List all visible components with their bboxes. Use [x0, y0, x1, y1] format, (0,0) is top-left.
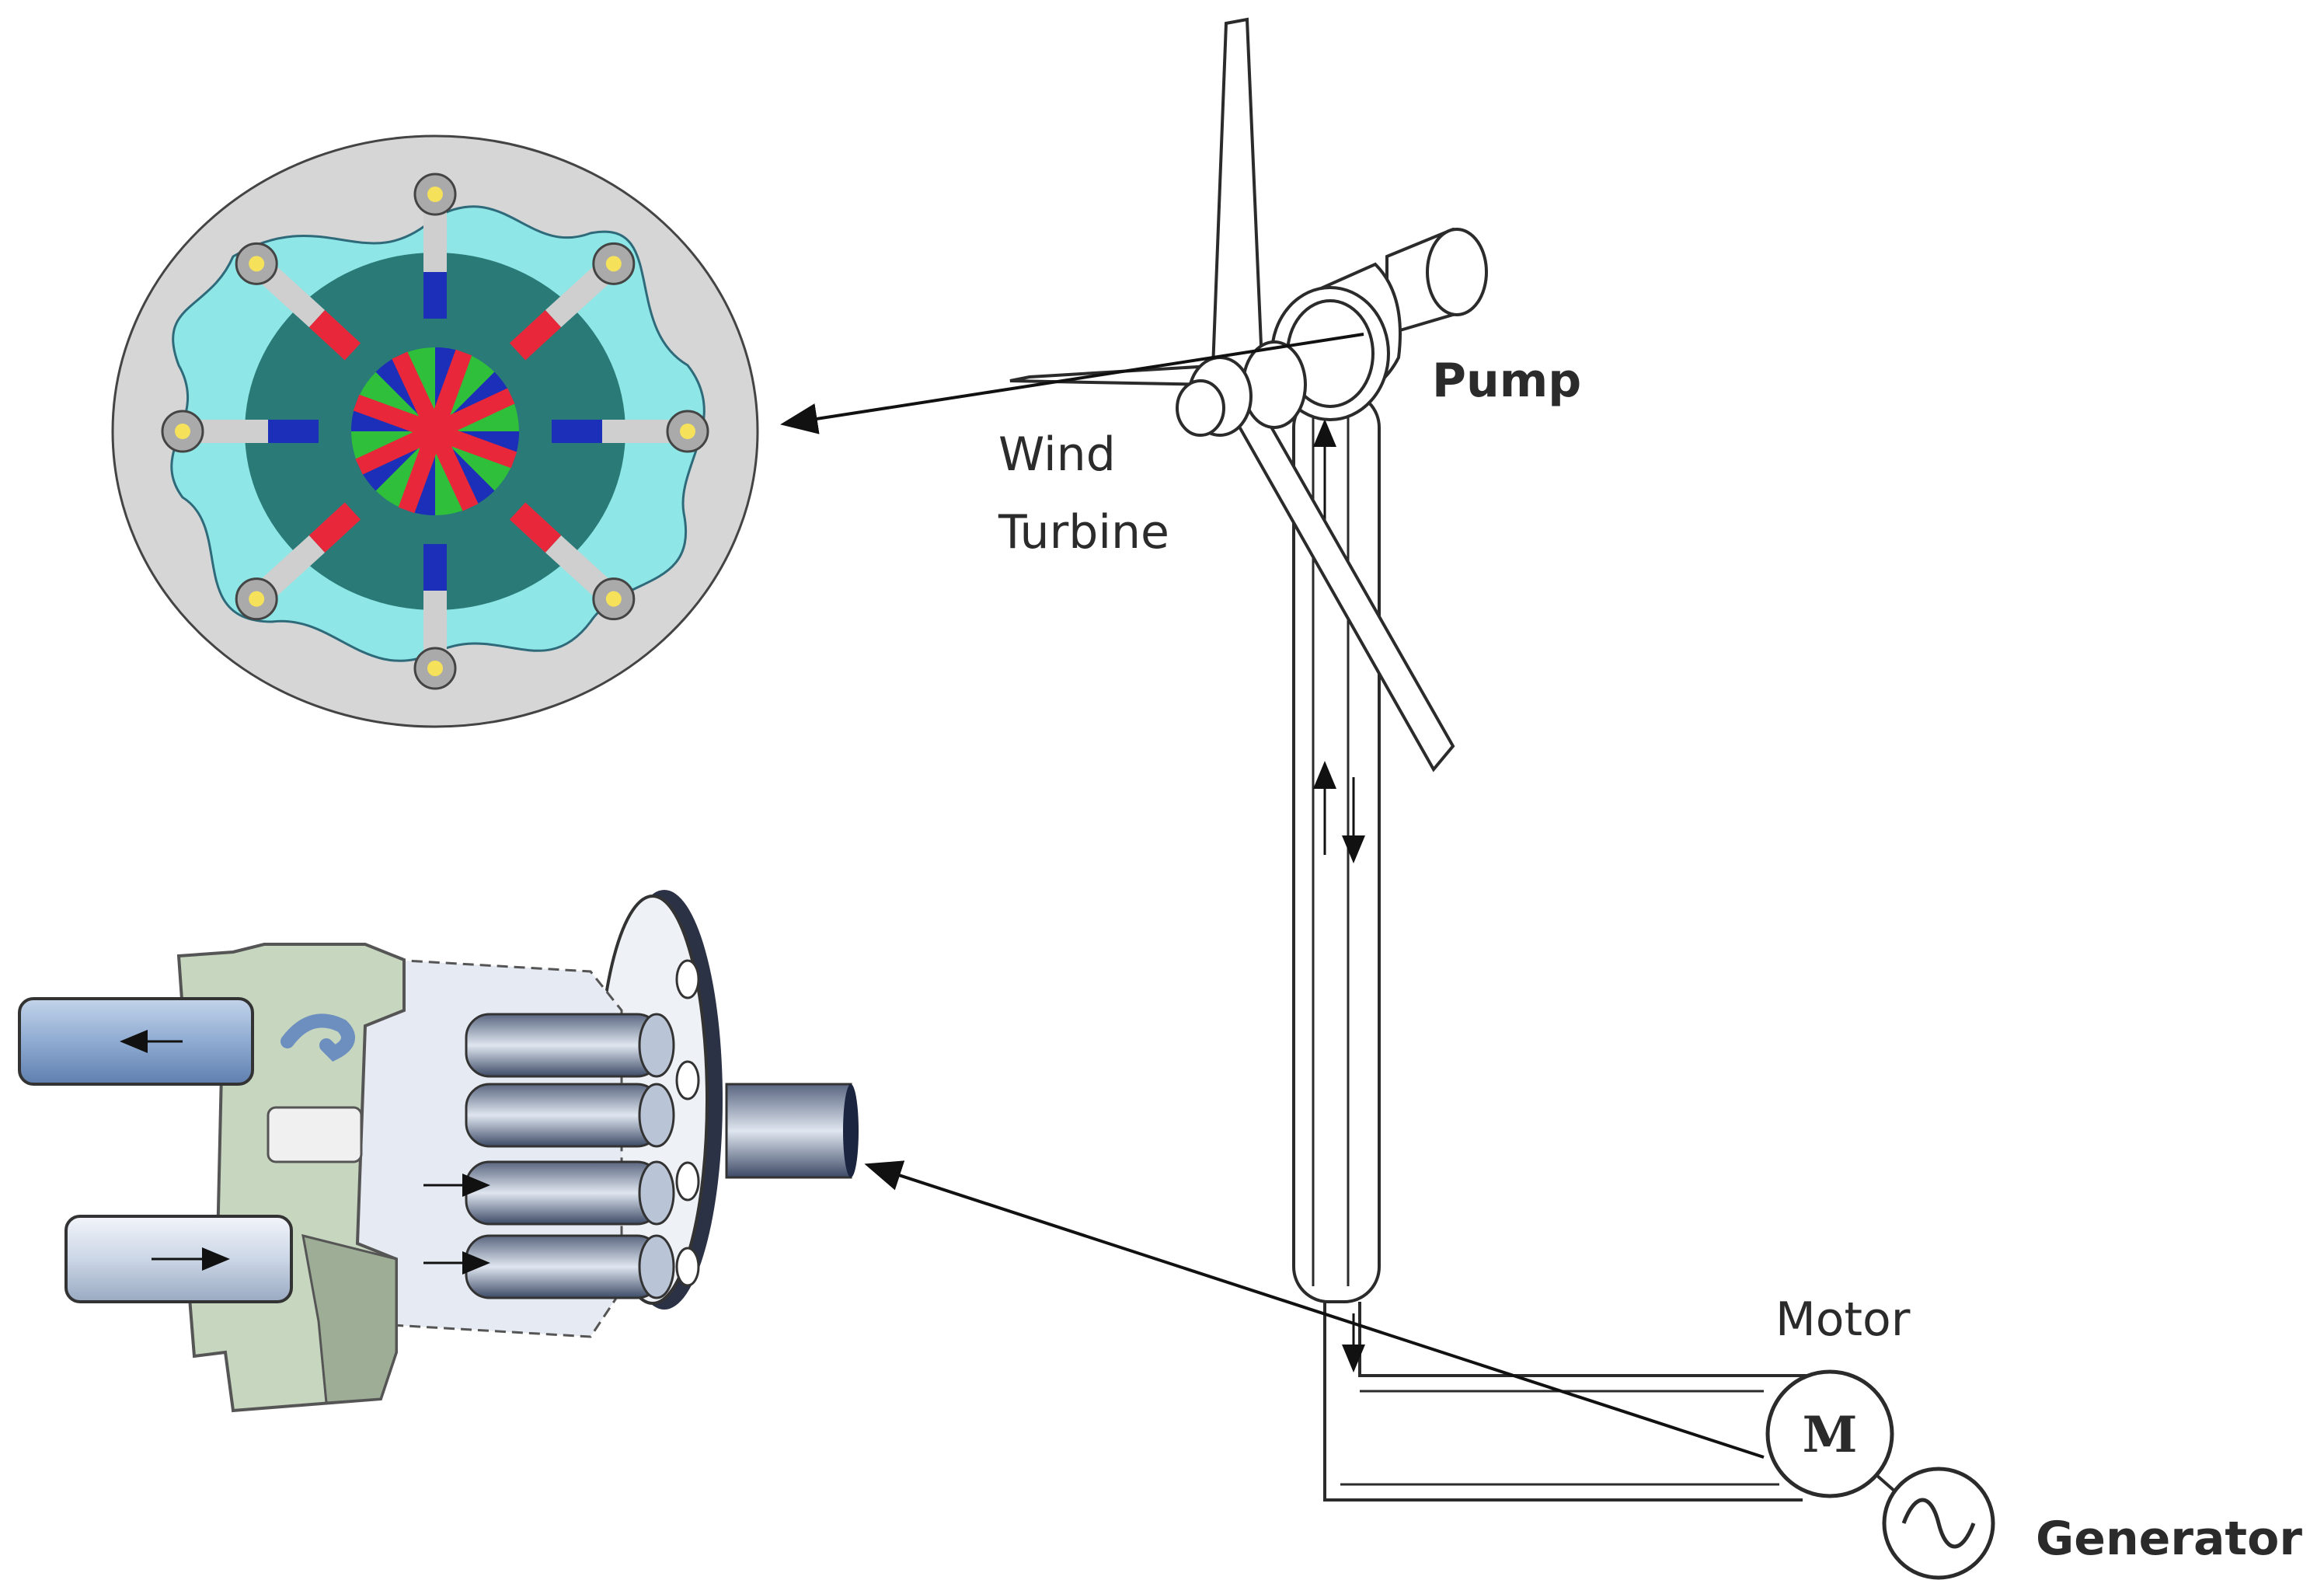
pump-roller-pin [249, 591, 265, 607]
pump-label: Pump [1432, 354, 1581, 408]
motor-piston [465, 1234, 662, 1299]
pump-red-spoke [355, 388, 515, 475]
motor-plate-hole [675, 959, 700, 999]
supply-pipe-inner [1358, 1302, 1818, 1377]
wind-turbine [1009, 17, 1488, 773]
pump-roller-pin [175, 424, 190, 439]
wind-label: Wind [998, 427, 1116, 482]
motor-piston [465, 1083, 662, 1148]
motor-piston [465, 1013, 662, 1078]
motor-back-plate-holes [675, 959, 700, 1287]
rotor-hub-back [1242, 340, 1307, 429]
pump-roller-pin [605, 256, 622, 272]
motor-pistons [465, 1013, 675, 1299]
pump-callout-arrow [780, 333, 1364, 434]
motor-piston [465, 1160, 662, 1226]
pump-piston-head [308, 502, 361, 553]
pump-roller-pin [249, 256, 265, 272]
motor-circle [1765, 1369, 1894, 1498]
pump-piston-head [509, 310, 562, 361]
axial-motor-illustration [18, 890, 859, 1413]
motor-plate-hole [675, 1161, 700, 1202]
motor-symbol: M [1765, 1369, 1894, 1498]
nacelle-rear-cap [1426, 228, 1488, 316]
motor-piston-head [638, 1013, 675, 1078]
turbine-label: Turbine [998, 505, 1169, 560]
motor-plate-hole [675, 1060, 700, 1100]
pump-roller-pin [427, 661, 443, 676]
motor-callout-arrow [864, 1160, 1765, 1459]
motor-symbol-letter: M [1803, 1406, 1858, 1464]
pump-piston-head [509, 502, 562, 553]
generator-label: Generator [2036, 1512, 2302, 1566]
motor-plate-hole [675, 1247, 700, 1287]
pump-roller-pin [427, 187, 443, 202]
motor-inner-shaft [267, 1106, 363, 1163]
motor-generator-link [1875, 1474, 1897, 1494]
pump-roller-pin [680, 424, 695, 439]
pump-pistons [161, 173, 709, 690]
pump-piston-head [308, 310, 361, 361]
rotor-spinner [1176, 379, 1225, 437]
hydraulic-tower [1292, 391, 1818, 1502]
motor-piston-head [638, 1234, 675, 1299]
return-pipe-outer [1323, 1302, 1803, 1502]
radial-pump-illustration [111, 134, 759, 728]
motor-label: Motor [1775, 1292, 1911, 1347]
pump-hub-spokes [353, 349, 517, 514]
motor-piston-head [638, 1160, 675, 1226]
motor-housing-dark-face [301, 1233, 398, 1404]
sine-wave-icon [1901, 1498, 1976, 1549]
motor-output-shaft [725, 1083, 852, 1179]
motor-shaft-end [843, 1084, 859, 1177]
generator-symbol [1882, 1467, 1995, 1580]
blade-top [1210, 17, 1265, 391]
motor-internal-channel [280, 1013, 355, 1062]
motor-piston-head [638, 1083, 675, 1148]
pump-roller-pin [605, 591, 622, 607]
